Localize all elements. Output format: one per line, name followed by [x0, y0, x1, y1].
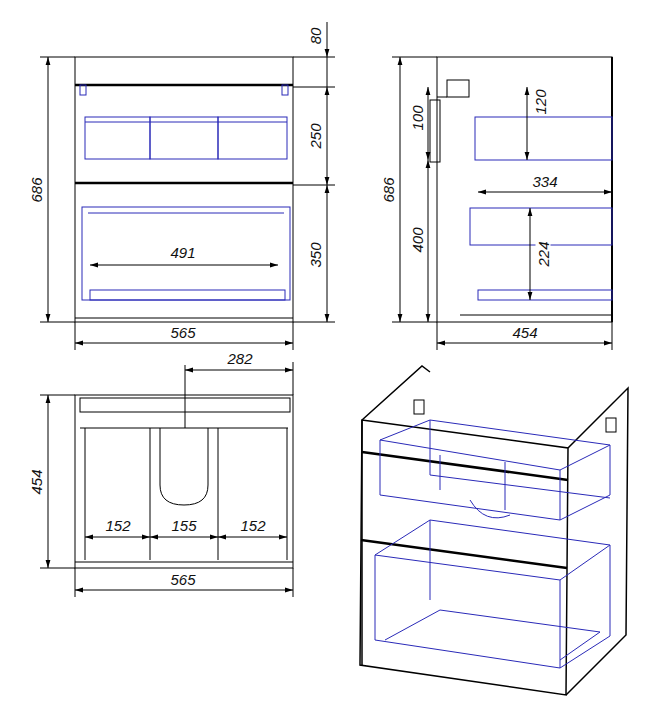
dimension-label: 686: [381, 176, 396, 203]
dimension-label: 100: [410, 104, 425, 131]
dimension-label: 120: [533, 88, 548, 115]
dimension-label: 565: [169, 572, 196, 587]
dimension-label: 334: [531, 174, 558, 189]
dimension-label: 152: [239, 518, 266, 533]
dimension-label: 80: [308, 27, 323, 46]
dimension-label: 224: [536, 240, 551, 267]
dimension-label: 491: [169, 245, 196, 260]
dimension-label: 250: [308, 122, 323, 149]
dimension-label: 282: [226, 351, 253, 366]
dimension-label: 454: [29, 468, 44, 495]
dimension-label: 152: [104, 518, 131, 533]
dimension-label: 565: [169, 325, 196, 340]
dimension-label: 350: [308, 241, 323, 268]
dimension-label: 454: [511, 325, 538, 340]
dimension-label: 155: [170, 518, 197, 533]
dimension-label: 400: [410, 226, 425, 253]
dimension-label: 686: [29, 176, 44, 203]
